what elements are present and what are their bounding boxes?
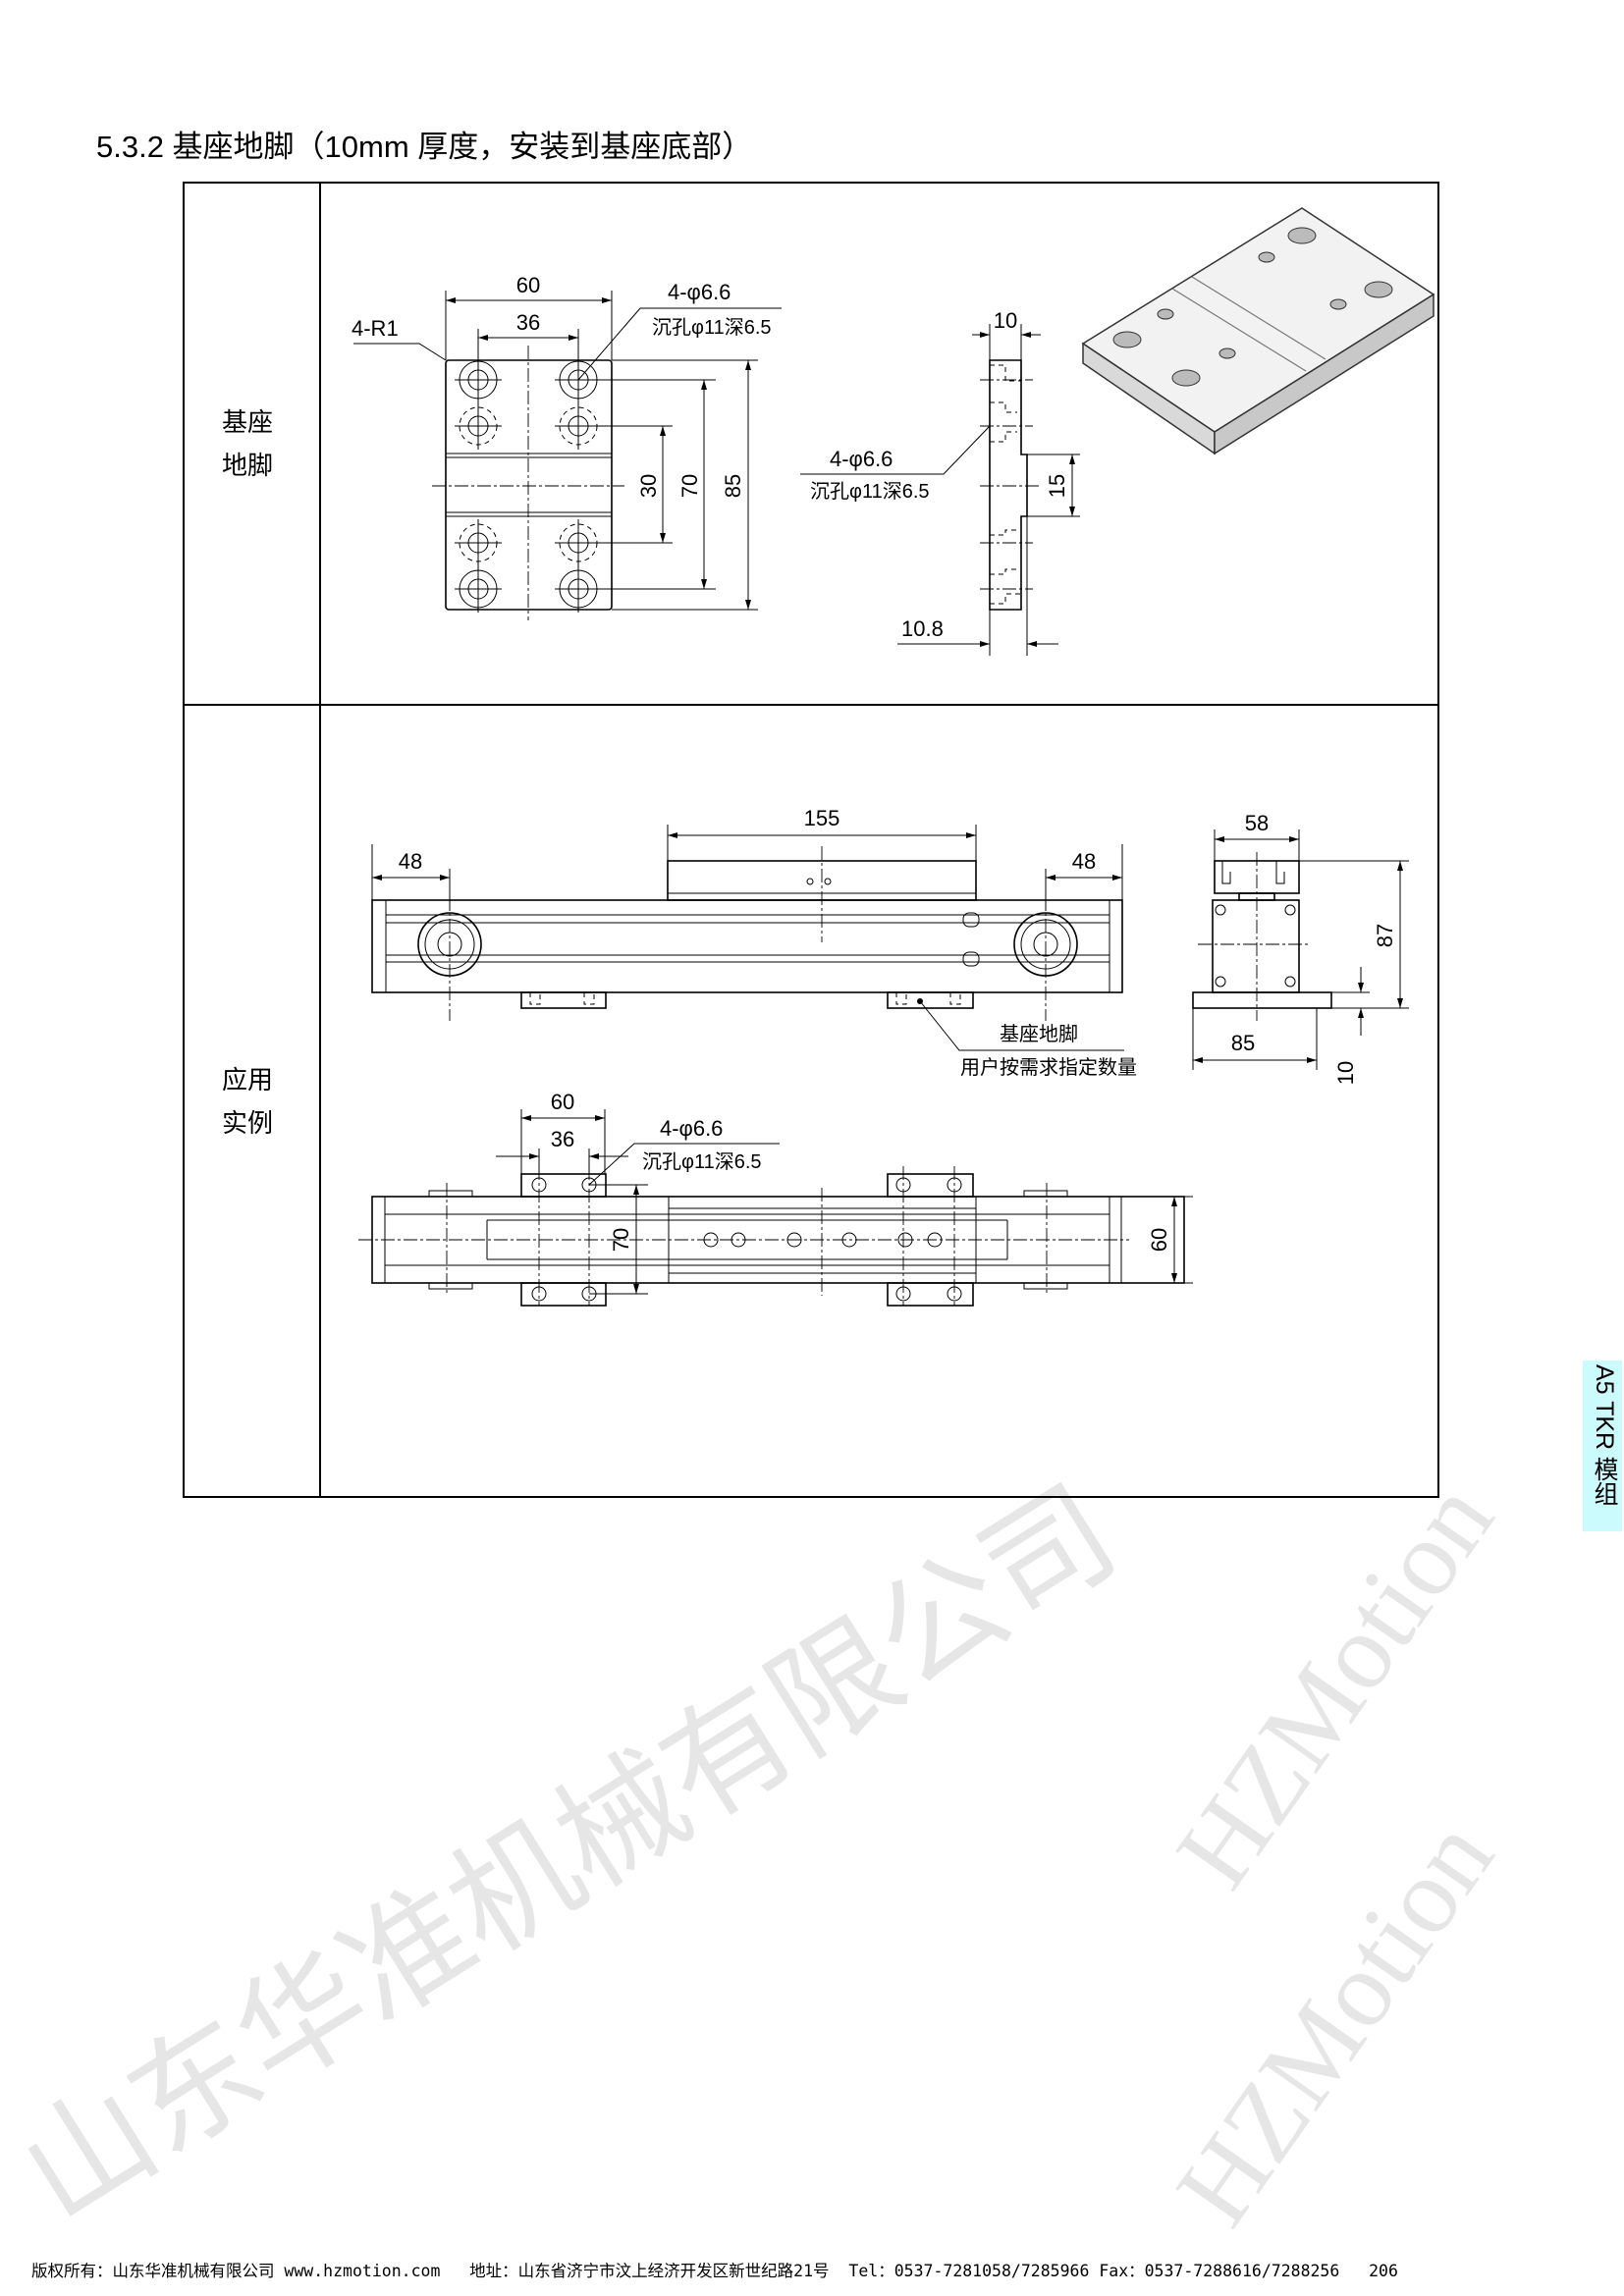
hole-note: 4-φ6.6 bbox=[668, 280, 731, 304]
dim-48-right: 48 bbox=[1072, 849, 1096, 874]
dim-70: 70 bbox=[609, 1228, 633, 1252]
base-foot bbox=[520, 991, 607, 1009]
hole-note: 4-φ6.6 bbox=[660, 1116, 723, 1141]
dim-85: 85 bbox=[721, 474, 745, 498]
row-label-application: 应用实例 bbox=[222, 1058, 273, 1145]
module-top-view: 60 36 4-φ6.6 沉孔φ11深6.5 70 60 bbox=[358, 1090, 1193, 1307]
dim-87: 87 bbox=[1373, 924, 1397, 947]
dim-width: 60 bbox=[516, 273, 540, 297]
dim-48-left: 48 bbox=[399, 849, 422, 874]
module-end-view: 58 87 85 10 bbox=[1192, 811, 1409, 1085]
side-counterbore-note: 沉孔φ11深6.5 bbox=[810, 480, 930, 503]
row-label-line: 应用 bbox=[222, 1065, 274, 1095]
chapter-tab: A5 TKR 模组 bbox=[1583, 1361, 1622, 1531]
side-dim-15: 15 bbox=[1045, 474, 1069, 498]
row-label-line: 实例 bbox=[222, 1108, 274, 1138]
dim-58: 58 bbox=[1245, 811, 1269, 835]
callout-base-foot: 基座地脚 bbox=[1000, 1023, 1078, 1045]
dim-70: 70 bbox=[677, 474, 702, 498]
row-label-line: 地脚 bbox=[222, 451, 274, 480]
callout-quantity: 用户按需求指定数量 bbox=[960, 1056, 1137, 1079]
dim-hole-spacing: 36 bbox=[516, 310, 540, 335]
base-foot bbox=[887, 991, 974, 1009]
table-divider bbox=[319, 182, 321, 1498]
chapter-tab-label: A5 TKR 模组 bbox=[1591, 1364, 1618, 1507]
dim-60: 60 bbox=[551, 1090, 574, 1114]
base-foot bbox=[887, 1173, 974, 1307]
section-title: 5.3.2 基座地脚（10mm 厚度，安装到基座底部） bbox=[96, 130, 753, 164]
corner-note: 4-R1 bbox=[352, 316, 399, 341]
row-label-base-foot: 基座地脚 bbox=[222, 400, 273, 487]
table-divider bbox=[183, 704, 1439, 706]
spec-table bbox=[183, 182, 1439, 1498]
side-hole-note: 4-φ6.6 bbox=[830, 447, 893, 471]
row-label-line: 基座 bbox=[222, 407, 274, 437]
page-footer: 版权所有：山东华准机械有限公司 www.hzmotion.com 地址：山东省济… bbox=[31, 2262, 1398, 2280]
dim-85: 85 bbox=[1231, 1031, 1255, 1055]
dim-10: 10 bbox=[1333, 1061, 1358, 1085]
dim-36: 36 bbox=[551, 1127, 574, 1151]
module-front-view: 48 48 155 基座地脚 用户按需求指定数量 bbox=[371, 806, 1137, 1079]
side-dim-thickness: 10 bbox=[994, 308, 1017, 333]
dim-body-60: 60 bbox=[1147, 1228, 1171, 1252]
base-foot-plan-view: 60 36 4-R1 4-φ6.6 沉孔φ11深6.5 30 70 85 bbox=[352, 273, 782, 620]
dim-30: 30 bbox=[636, 474, 661, 498]
dim-155: 155 bbox=[804, 806, 840, 830]
base-foot-side-view: 10 15 10.8 4-φ6.6 沉孔φ11深6.5 bbox=[800, 308, 1080, 656]
side-dim-10-8: 10.8 bbox=[901, 616, 944, 641]
counterbore-note: 沉孔φ11深6.5 bbox=[642, 1150, 762, 1173]
counterbore-note: 沉孔φ11深6.5 bbox=[652, 316, 772, 339]
base-foot-3d-view bbox=[1081, 207, 1435, 455]
